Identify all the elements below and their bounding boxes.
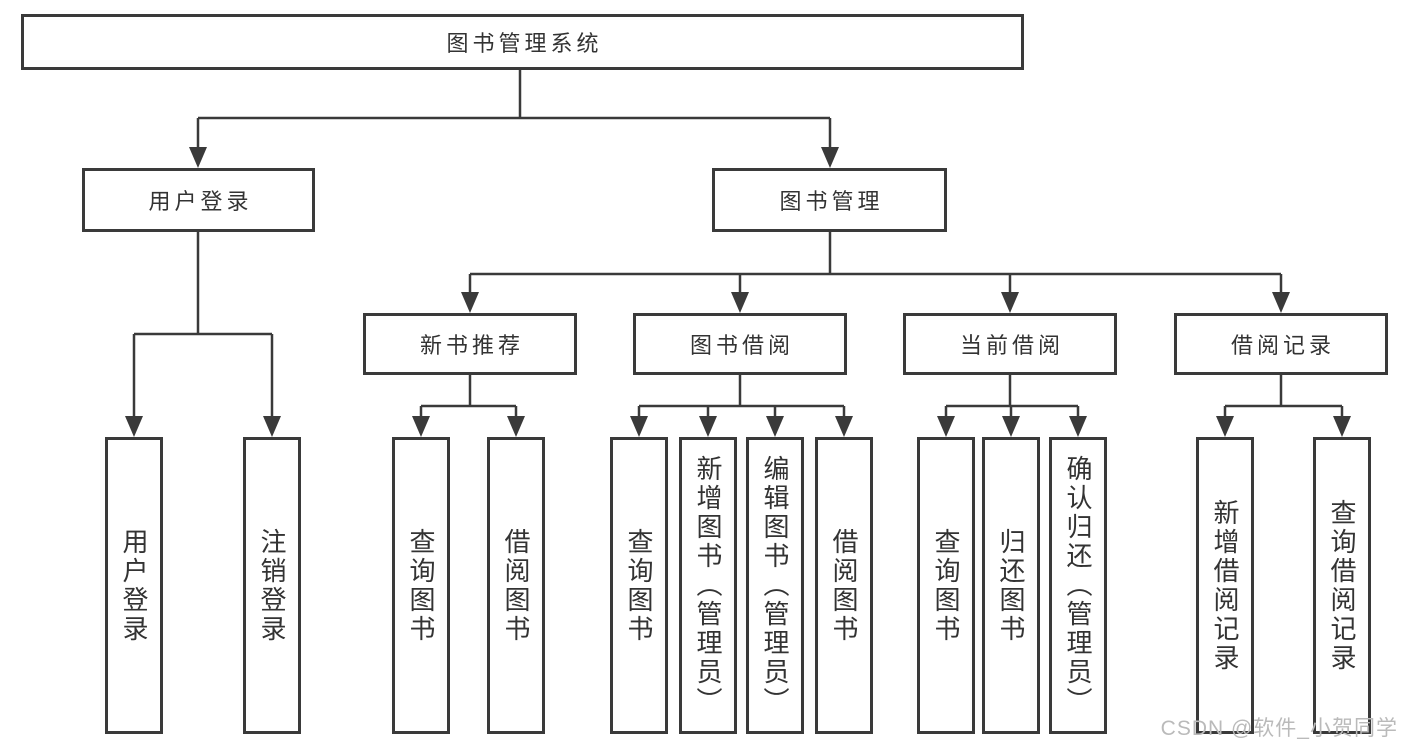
leaf-query-borrow-record-label: 查询借阅记录	[1327, 498, 1357, 673]
arrowheads	[125, 147, 1351, 437]
leaf-add-borrow-record: 新增借阅记录	[1196, 437, 1254, 734]
leaf-confirm-return-admin-label: 确认归还（管理员）	[1063, 455, 1093, 716]
leaf-borrow-books-1-label: 借阅图书	[501, 527, 531, 644]
node-book-borrow-label: 图书借阅	[689, 333, 794, 358]
node-book-borrow: 图书借阅	[633, 313, 847, 375]
leaf-query-books-1-label: 查询图书	[406, 527, 436, 644]
node-user-login-label: 用户登录	[148, 189, 253, 214]
node-book-management: 图书管理	[712, 168, 947, 232]
leaf-add-books-admin-label: 新增图书（管理员）	[693, 455, 723, 716]
node-book-management-label: 图书管理	[779, 189, 884, 214]
leaf-return-books-label: 归还图书	[996, 527, 1026, 644]
node-current-borrow: 当前借阅	[903, 313, 1117, 375]
leaf-borrow-books-2-label: 借阅图书	[829, 527, 859, 644]
node-root: 图书管理系统	[21, 14, 1024, 70]
node-user-login: 用户登录	[82, 168, 315, 232]
leaf-user-login-label: 用户登录	[119, 527, 149, 644]
leaf-add-books-admin: 新增图书（管理员）	[679, 437, 737, 734]
leaf-query-books-2-label: 查询图书	[624, 527, 654, 644]
leaf-return-books: 归还图书	[982, 437, 1040, 734]
node-borrow-records-label: 借阅记录	[1230, 333, 1335, 358]
leaf-borrow-books-2: 借阅图书	[815, 437, 873, 734]
leaf-confirm-return-admin: 确认归还（管理员）	[1049, 437, 1107, 734]
leaf-query-books-3-label: 查询图书	[931, 527, 961, 644]
leaf-query-borrow-record: 查询借阅记录	[1313, 437, 1371, 734]
leaf-edit-books-admin-label: 编辑图书（管理员）	[760, 455, 790, 716]
watermark: CSDN @软件_小贺同学	[1160, 717, 1398, 740]
leaf-add-borrow-record-label: 新增借阅记录	[1210, 498, 1240, 673]
leaf-logout-label: 注销登录	[257, 527, 287, 644]
node-borrow-records: 借阅记录	[1174, 313, 1388, 375]
node-current-borrow-label: 当前借阅	[959, 333, 1064, 358]
leaf-query-books-2: 查询图书	[610, 437, 668, 734]
leaf-query-books-3: 查询图书	[917, 437, 975, 734]
leaf-edit-books-admin: 编辑图书（管理员）	[746, 437, 804, 734]
node-new-book-recommend-label: 新书推荐	[419, 333, 524, 358]
leaf-logout: 注销登录	[243, 437, 301, 734]
node-new-book-recommend: 新书推荐	[363, 313, 577, 375]
node-root-label: 图书管理系统	[446, 31, 603, 56]
leaf-borrow-books-1: 借阅图书	[487, 437, 545, 734]
leaf-user-login: 用户登录	[105, 437, 163, 734]
leaf-query-books-1: 查询图书	[392, 437, 450, 734]
